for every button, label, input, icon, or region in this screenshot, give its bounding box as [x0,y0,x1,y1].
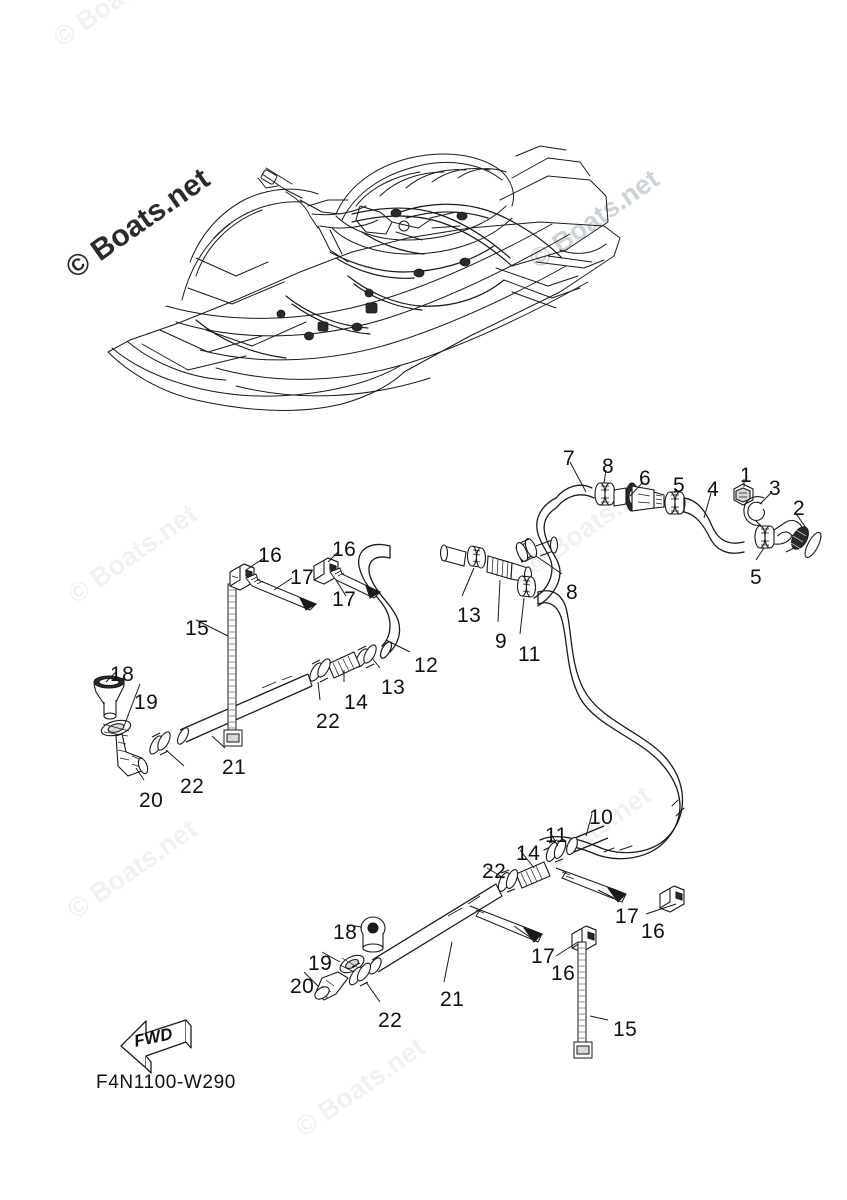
hose-clamp-8-tee [515,538,538,562]
fitting-6 [613,482,665,512]
part-callout-15: 15 [185,617,210,640]
clip-16-lower-right [659,885,685,913]
hose-12 [358,543,401,659]
hose-clamp-11-upper [516,575,537,598]
part-callout-2: 2 [793,497,806,520]
part-callout-22: 22 [378,1009,403,1032]
part-callout-18: 18 [110,663,135,686]
hose-clamp-22-mid [309,658,331,683]
lower-right-hose-assembly [368,825,609,975]
part-callout-10: 10 [589,806,614,829]
part-callout-19: 19 [134,691,159,714]
part-callout-11: 11 [545,824,568,847]
part-callout-18: 18 [333,921,358,944]
bottom-left-inlet-assembly [314,916,386,1001]
hose-4 [683,497,745,554]
part-callout-15: 15 [613,1018,638,1041]
hose-clamps-on-craft [276,208,471,341]
part-callout-9: 9 [495,630,508,653]
screw-17-upper-left [245,573,318,611]
hose-clamp-8-upper [594,482,616,506]
part-callout-16: 16 [258,544,283,567]
screw-17-lower-center [469,905,543,943]
part-callout-19: 19 [308,952,333,975]
part-callout-17: 17 [290,566,315,589]
part-callout-16: 16 [551,962,576,985]
part-callout-5: 5 [750,566,763,589]
hose-clamp-22-lower-right [497,869,519,893]
leader-lines [105,551,677,1021]
part-callout-8: 8 [566,581,579,604]
upper-right-hose-assembly [533,484,595,607]
hose-clamp-22-left [149,731,171,756]
fwd-arrow-icon [120,1019,192,1074]
part-callout-17: 17 [531,945,556,968]
part-callout-21: 21 [222,756,247,779]
hose-10-long [537,590,685,860]
hex-nut-1 [733,483,754,506]
part-callout-6: 6 [639,467,652,490]
spiral-clip-3 [743,496,765,528]
cable-tie-15-lower [573,941,593,1059]
part-callout-20: 20 [139,789,164,812]
cable-tie-15-upper [223,583,243,747]
watercraft-illustration [107,145,621,411]
tee-joint-assembly [439,536,559,598]
part-callout-8: 8 [602,455,615,478]
elbow-fitting-2 [773,519,822,559]
part-callout-22: 22 [180,775,205,798]
part-callout-20: 20 [290,975,315,998]
screw-17-lower-right [555,867,627,903]
part-callout-11: 11 [518,643,541,666]
part-callout-12: 12 [414,654,439,677]
hose-clamp-5-upper [664,491,686,515]
part-callout-14: 14 [516,842,541,865]
part-callout-1: 1 [740,464,753,487]
hose-clamp-5-lower [754,525,776,549]
leader-lines-upper-right [569,461,807,561]
part-callout-4: 4 [707,478,720,501]
left-inlet-assembly [93,675,171,777]
part-callout-17: 17 [332,588,357,611]
part-callout-16: 16 [641,920,666,943]
hose-clamp-11-lower [545,839,567,863]
hose-clamp-13-upper [466,545,487,569]
part-callout-13: 13 [457,604,482,627]
part-callout-22: 22 [316,710,341,733]
part-callout-16: 16 [332,538,357,561]
part-callout-3: 3 [769,477,782,500]
part-callout-21: 21 [440,988,465,1011]
part-callout-22: 22 [482,860,507,883]
connector-14-assembly [176,644,377,745]
figure-code: F4N1100-W290 [96,1072,236,1093]
part-callout-13: 13 [381,676,406,699]
screw-17-upper-mid [329,567,382,599]
part-callout-5: 5 [673,474,686,497]
part-callout-7: 7 [563,447,576,470]
part-callout-17: 17 [615,905,640,928]
part-callout-14: 14 [344,691,369,714]
grommet-19 [100,719,132,737]
